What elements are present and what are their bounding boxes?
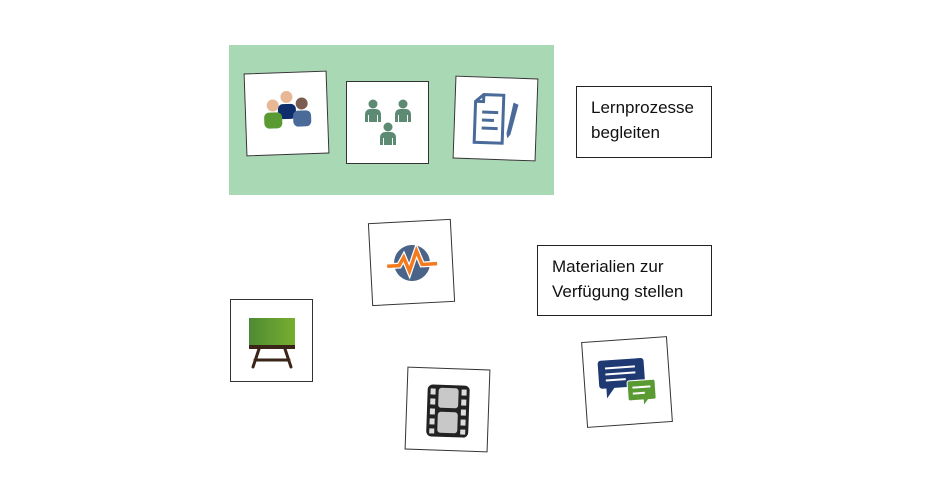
people-group-card[interactable] [243,70,330,157]
label-lernprozesse-begleiten: Lernprozesse begleiten [576,86,712,158]
chalkboard-icon [248,317,295,368]
label-line: begleiten [591,123,661,142]
label-materialien: Materialien zur Verfügung stellen [537,245,712,316]
discussion-card[interactable] [581,336,673,428]
label-line: Materialien zur [552,257,664,276]
team-icon [364,99,411,145]
video-card[interactable] [404,366,491,453]
whiteboard-card[interactable] [230,299,313,382]
document-pencil-icon [472,92,519,145]
chat-bubbles-icon [597,358,657,408]
pulse-icon [386,241,437,281]
label-line: Verfügung stellen [552,282,684,301]
document-card[interactable] [452,75,539,162]
film-icon [425,383,470,438]
label-line: Lernprozesse [591,98,695,117]
activity-card[interactable] [367,218,456,307]
people-icon [263,90,311,129]
team-card[interactable] [346,81,429,164]
